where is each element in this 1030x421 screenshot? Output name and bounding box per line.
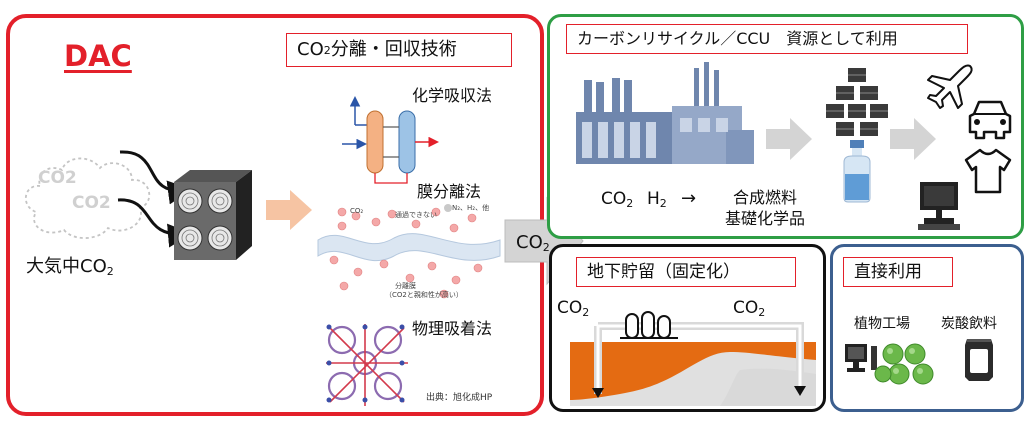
co2-flow-label: CO2 bbox=[516, 232, 550, 254]
co2-separation-title-sub: 2 bbox=[323, 43, 331, 57]
membrane-separation-icon bbox=[317, 204, 501, 299]
co2-cloud-label-2: CO2 bbox=[72, 193, 111, 213]
airplane-icon bbox=[927, 64, 973, 109]
membrane-note-blocked: 通過できない bbox=[395, 211, 437, 219]
ccu-input-h2: H2 bbox=[647, 189, 667, 210]
storage-co2-right: CO2 bbox=[733, 298, 766, 319]
storage-co2-left-base: CO bbox=[557, 298, 583, 318]
ccu-product-basic-chemicals: 基礎化学品 bbox=[725, 209, 806, 228]
dac-title: DAC bbox=[64, 39, 132, 73]
car-icon bbox=[968, 100, 1012, 140]
ccu-arrow-2 bbox=[890, 118, 936, 160]
ccu-input-co2-base: CO bbox=[601, 189, 627, 209]
storage-co2-left: CO2 bbox=[557, 298, 590, 319]
ccu-input-h2-base: H bbox=[647, 189, 660, 209]
air-co2-label-base: 大気中CO bbox=[26, 256, 107, 277]
ccu-arrow-1 bbox=[766, 118, 812, 160]
chemical-bottle-icon bbox=[843, 140, 871, 203]
monitor-icon bbox=[918, 182, 960, 230]
dac-device-icon bbox=[174, 170, 252, 260]
physical-adsorption-crystal-icon bbox=[322, 320, 412, 410]
method-membrane-separation: 膜分離法 bbox=[417, 182, 482, 201]
storage-co2-right-base: CO bbox=[733, 298, 759, 318]
co2-separation-title-post: 分離・回収技術 bbox=[330, 39, 457, 60]
co2-separation-title-pre: CO bbox=[297, 39, 324, 60]
ccu-input-co2-sub: 2 bbox=[626, 197, 634, 210]
plant-factory-icon bbox=[845, 343, 934, 385]
ccu-arrow-text: → bbox=[681, 188, 697, 209]
co2-flow-label-sub: 2 bbox=[542, 241, 550, 254]
method-chemical-absorption: 化学吸収法 bbox=[412, 86, 493, 105]
storage-title: 地下貯留（固定化） bbox=[576, 257, 796, 287]
method-physical-adsorption: 物理吸着法 bbox=[412, 319, 493, 338]
membrane-note-gases: N₂、H₂、他 bbox=[452, 204, 490, 212]
ccu-title: カーボンリサイクル／CCU 資源として利用 bbox=[566, 24, 968, 54]
underground-storage-diagram bbox=[570, 311, 816, 406]
storage-co2-left-sub: 2 bbox=[582, 306, 590, 319]
carbonated-drink-can-icon bbox=[965, 339, 993, 381]
ccu-input-co2: CO2 bbox=[601, 189, 634, 210]
co2-cloud-label-1: CO2 bbox=[38, 168, 77, 188]
factory-icon bbox=[576, 62, 754, 164]
tshirt-icon bbox=[964, 148, 1012, 194]
source-credit: 出典：旭化成HP bbox=[426, 393, 493, 403]
ccu-input-h2-sub: 2 bbox=[659, 197, 667, 210]
air-co2-label-sub: 2 bbox=[106, 265, 114, 278]
air-co2-label: 大気中CO2 bbox=[26, 256, 114, 278]
air-intake-arrows bbox=[117, 150, 192, 248]
direct-item-plant-factory: 植物工場 bbox=[854, 316, 910, 332]
membrane-note-affinity: （CO2と親和性が高い） bbox=[385, 291, 463, 299]
chemical-absorption-icon bbox=[342, 96, 439, 184]
direct-item-carbonated-drink: 炭酸飲料 bbox=[941, 316, 997, 332]
membrane-note-membrane: 分離膜 bbox=[395, 282, 416, 290]
dac-to-methods-arrow bbox=[266, 190, 312, 230]
membrane-note-co2: CO₂ bbox=[350, 207, 364, 215]
co2-flow-label-base: CO bbox=[516, 232, 543, 253]
storage-co2-right-sub: 2 bbox=[758, 306, 766, 319]
direct-use-title: 直接利用 bbox=[843, 257, 953, 287]
ccu-product-synthetic-fuel: 合成燃料 bbox=[733, 188, 798, 207]
barrels-icon bbox=[826, 68, 888, 136]
